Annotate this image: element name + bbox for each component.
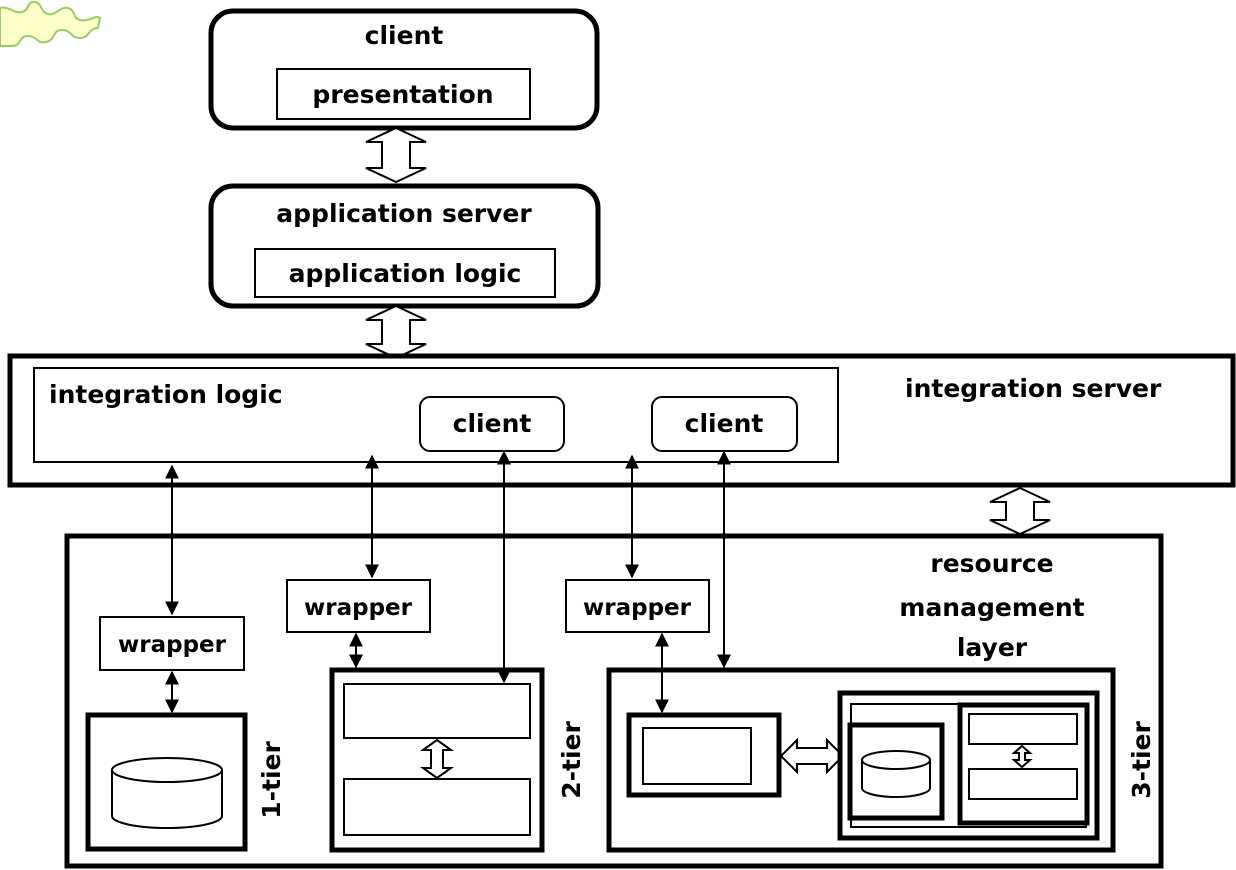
tier-label-1: 1-tier: [257, 741, 286, 819]
integration-server-label: integration server: [905, 374, 1162, 403]
three-tier-box: 3-tier: [606, 667, 1156, 853]
tier-label-3: 3-tier: [1127, 721, 1156, 799]
hollow-double-arrow-icon: [365, 126, 427, 184]
hollow-double-arrow-icon: [419, 738, 455, 780]
integration-server-box: integration logic integration server cli…: [7, 353, 1236, 488]
hollow-double-arrow-icon: [989, 486, 1051, 536]
wrapper-box-1: wrapper: [99, 616, 245, 671]
client-title: client: [365, 21, 444, 50]
connector-arrows: [165, 450, 731, 714]
integration-client-a: client: [453, 409, 532, 438]
database-icon: [861, 750, 931, 798]
application-logic-label: application logic: [289, 259, 522, 288]
resource-label-line2: management: [899, 593, 1084, 622]
application-server-title: application server: [276, 199, 532, 228]
application-server-box: application server application logic: [208, 183, 601, 309]
wrapper-box-2: wrapper: [286, 579, 431, 633]
database-icon: [111, 757, 223, 829]
puzzle-logo-icon: [0, 0, 102, 47]
resource-label-line3: layer: [957, 633, 1028, 662]
resource-label-line1: resource: [930, 549, 1053, 578]
tier-label-2: 2-tier: [557, 721, 586, 799]
presentation-label: presentation: [312, 80, 493, 109]
two-tier-box: 2-tier: [329, 667, 586, 853]
one-tier-box: 1-tier: [85, 712, 286, 852]
hollow-double-arrow-icon: [1011, 744, 1033, 769]
svg-text:wrapper: wrapper: [118, 632, 227, 658]
integration-client-b: client: [685, 409, 764, 438]
client-box: client presentation: [208, 8, 600, 131]
hollow-double-arrow-icon: [365, 304, 427, 360]
integration-logic-label: integration logic: [49, 380, 283, 409]
wrapper-box-3: wrapper: [565, 579, 710, 633]
svg-text:wrapper: wrapper: [583, 595, 692, 621]
svg-text:wrapper: wrapper: [304, 595, 413, 621]
